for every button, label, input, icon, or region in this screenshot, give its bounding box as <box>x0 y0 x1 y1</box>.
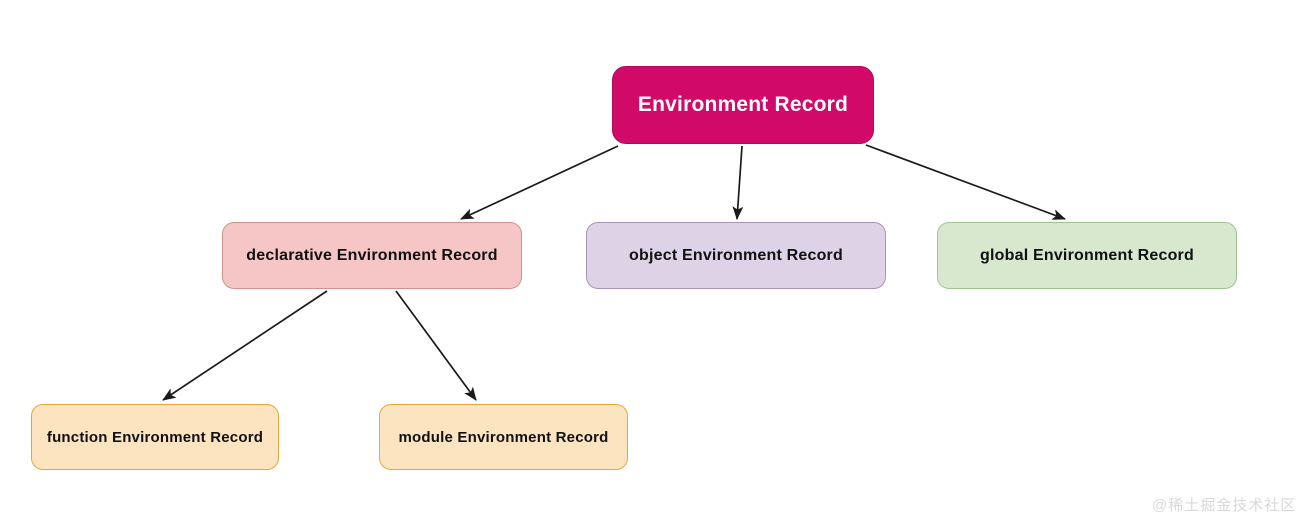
node-label: Environment Record <box>637 93 849 116</box>
node-global-environment-record[interactable]: global Environment Record <box>937 222 1237 289</box>
edge-root-to-object <box>732 145 744 221</box>
node-function-environment-record[interactable]: function Environment Record <box>31 404 279 470</box>
node-module-environment-record[interactable]: module Environment Record <box>379 404 628 470</box>
node-label: module Environment Record <box>398 428 609 446</box>
edge-root-to-declarative <box>460 145 619 220</box>
node-label: function Environment Record <box>46 428 264 446</box>
watermark: @稀土掘金技术社区 <box>1152 497 1297 514</box>
edge-declarative-to-function <box>162 290 328 401</box>
edge-declarative-to-module <box>395 290 477 401</box>
node-label: declarative Environment Record <box>246 246 498 264</box>
node-object-environment-record[interactable]: object Environment Record <box>586 222 886 289</box>
edge-root-to-global <box>865 144 1066 220</box>
node-label: object Environment Record <box>629 246 843 264</box>
node-environment-record[interactable]: Environment Record <box>612 66 874 144</box>
node-label: global Environment Record <box>980 246 1194 264</box>
node-declarative-environment-record[interactable]: declarative Environment Record <box>222 222 522 289</box>
